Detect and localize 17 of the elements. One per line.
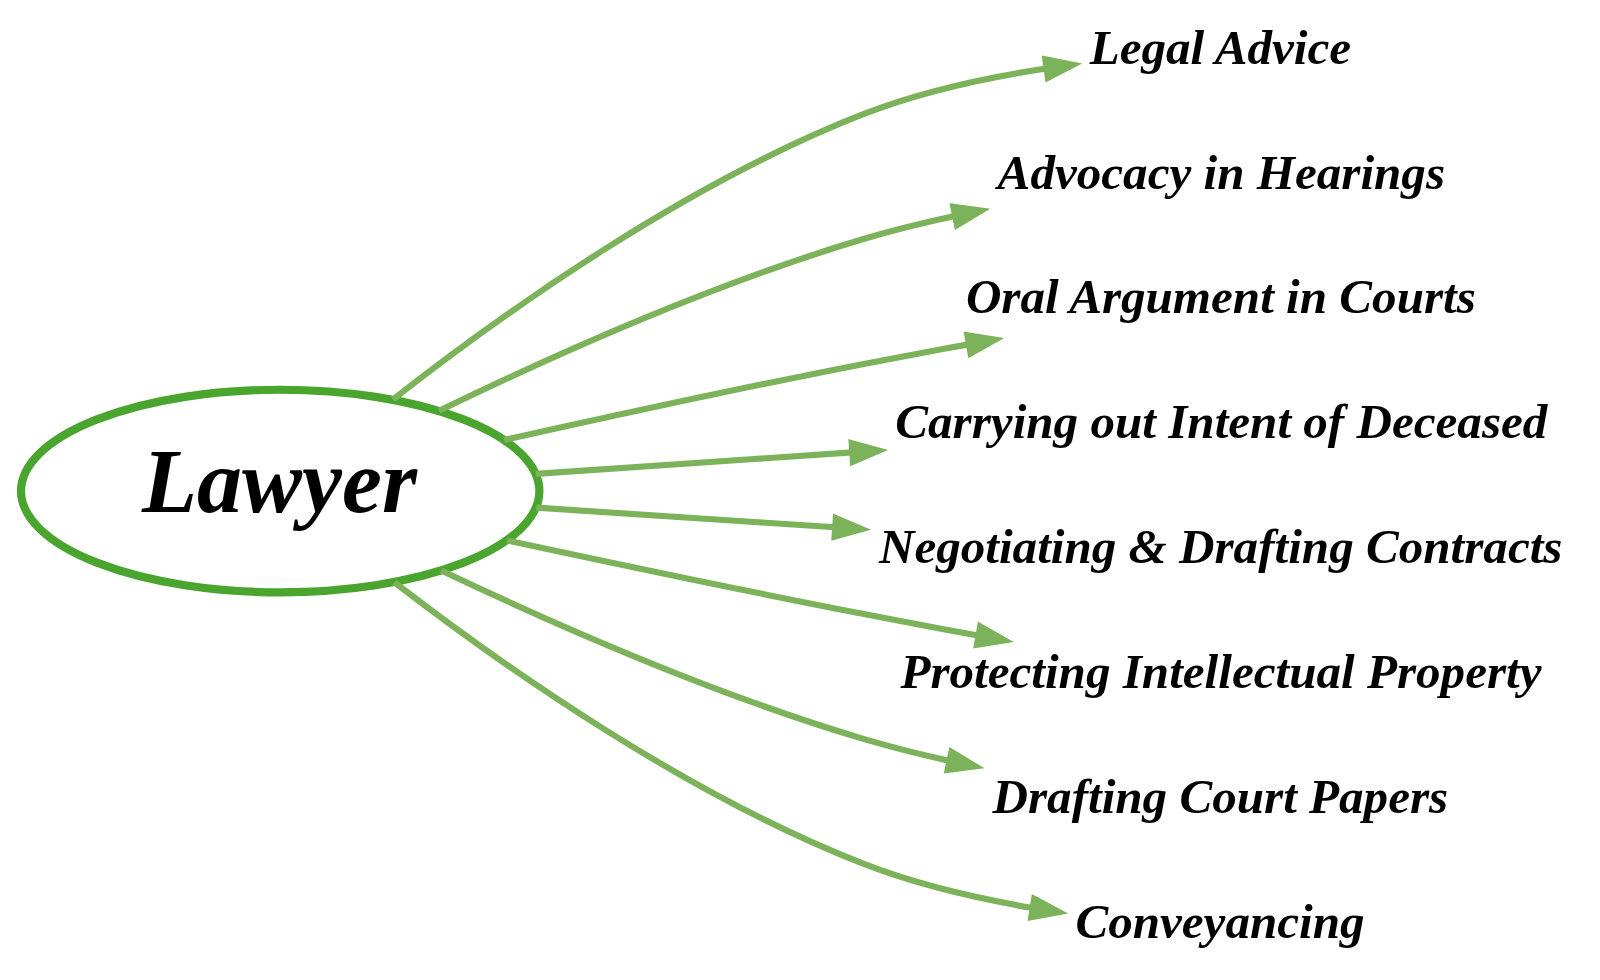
node-text: Advocacy in Hearings xyxy=(997,144,1446,200)
node-text: Oral Argument in Courts xyxy=(965,269,1476,325)
node-text: Negotiating & Drafting Contracts xyxy=(878,519,1563,575)
node-text: Drafting Court Papers xyxy=(992,768,1449,824)
node-text: Carrying out Intent of Deceased xyxy=(895,394,1548,450)
node-text: Protecting Intellectual Property xyxy=(900,643,1542,699)
arrow xyxy=(536,504,872,541)
node-text: Legal Advice xyxy=(1089,19,1352,75)
arrow xyxy=(506,537,1014,649)
arrow xyxy=(503,331,1005,444)
arrow xyxy=(535,439,889,477)
arrow xyxy=(439,567,985,774)
arrow xyxy=(437,203,991,414)
node-ellipse: Lawyer xyxy=(16,385,544,597)
arrow xyxy=(391,55,1083,402)
node-text: Conveyancing xyxy=(1075,893,1365,949)
arrow xyxy=(392,579,1069,921)
